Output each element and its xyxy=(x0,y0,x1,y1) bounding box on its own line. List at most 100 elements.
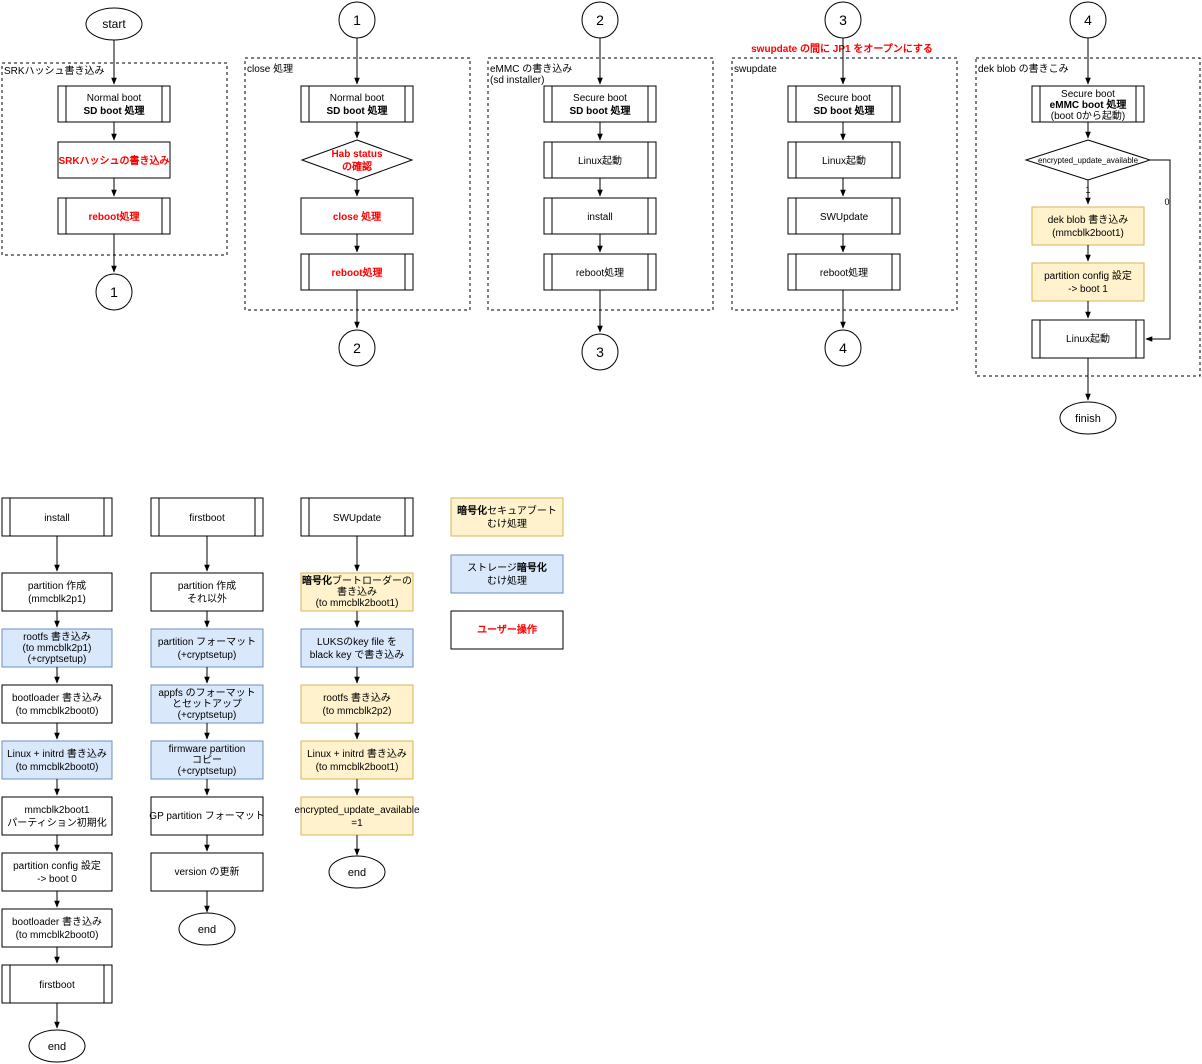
swupdate-luks-key: LUKSのkey file を black key で書き込み xyxy=(300,628,414,668)
svg-text:(to mmcblk2boot0): (to mmcblk2boot0) xyxy=(16,930,99,941)
svg-text:(to mmcblk2boot0): (to mmcblk2boot0) xyxy=(16,762,99,773)
decision-encrypted-update: encrypted_update_available xyxy=(1024,139,1152,181)
svg-text:LUKSのkey file を: LUKSのkey file を xyxy=(317,636,397,648)
svg-text:(boot 0から起動): (boot 0から起動) xyxy=(1051,109,1125,122)
svg-text:install: install xyxy=(44,513,70,524)
install-boot1-init: mmcblk2boot1 パーティション初期化 xyxy=(1,796,113,836)
svg-text:finish: finish xyxy=(1075,413,1101,425)
process-secure-boot: Secure boot SD boot 処理 xyxy=(543,85,657,123)
svg-text:appfs のフォーマット: appfs のフォーマット xyxy=(158,688,255,699)
svg-text:end: end xyxy=(348,867,366,879)
process-linux-boot: Linux起動 xyxy=(543,141,657,179)
group-srk-label: SRKハッシュ書き込み xyxy=(4,64,105,77)
svg-text:partition config 設定: partition config 設定 xyxy=(1044,269,1132,282)
svg-text:(+cryptsetup): (+cryptsetup) xyxy=(178,650,237,661)
install-title: install xyxy=(1,497,113,537)
step-srk-write: SRKハッシュの書き込み xyxy=(57,141,171,179)
group-emmc-sublabel: (sd installer) xyxy=(490,75,544,86)
swupdate-end xyxy=(328,855,386,889)
svg-text:(+cryptsetup): (+cryptsetup) xyxy=(178,766,237,777)
svg-text:close 処理: close 処理 xyxy=(333,210,381,223)
step-close: close 処理 xyxy=(300,197,414,235)
svg-text:partition 作成: partition 作成 xyxy=(28,580,86,592)
svg-text:ユーザー操作: ユーザー操作 xyxy=(477,623,537,636)
swupdate-set-flag: encrypted_update_available =1 xyxy=(294,796,420,836)
group-swupdate-label: swupdate xyxy=(734,64,777,75)
svg-text:Normal boot: Normal boot xyxy=(330,93,385,104)
step-partition-config-boot1: partition config 設定 -> boot 1 xyxy=(1031,262,1145,302)
svg-text:reboot処理: reboot処理 xyxy=(820,266,868,279)
install-partition-config: partition config 設定 -> boot 0 xyxy=(1,852,113,892)
svg-text:Normal boot: Normal boot xyxy=(87,93,142,104)
svg-text:Secure boot: Secure boot xyxy=(1061,89,1115,100)
svg-text:black key で書き込み: black key で書き込み xyxy=(310,648,404,661)
svg-text:2: 2 xyxy=(596,12,604,28)
svg-text:書き込み: 書き込み xyxy=(337,585,377,598)
install-linux-initrd-write: Linux + initrd 書き込み (to mmcblk2boot0) xyxy=(1,740,113,780)
svg-text:rootfs 書き込み: rootfs 書き込み xyxy=(323,691,391,704)
svg-text:rootfs 書き込み: rootfs 書き込み xyxy=(23,630,91,643)
decision-no-label: 0 xyxy=(1164,197,1169,207)
svg-text:GP partition フォーマット: GP partition フォーマット xyxy=(149,811,264,822)
svg-text:(+cryptsetup): (+cryptsetup) xyxy=(28,654,87,665)
svg-text:(to mmcblk2boot1): (to mmcblk2boot1) xyxy=(316,598,399,609)
process-reboot-3: reboot処理 xyxy=(543,253,657,291)
svg-text:version の更新: version の更新 xyxy=(174,865,239,878)
svg-text:1: 1 xyxy=(110,284,118,300)
jp1-note: swupdate の間に JP1 をオープンにする xyxy=(751,42,933,55)
svg-text:2: 2 xyxy=(353,340,361,356)
process-swupdate: SWUpdate xyxy=(787,197,901,235)
firstboot-end xyxy=(178,912,236,946)
decision-yes-label: 1 xyxy=(1085,185,1090,195)
svg-text:SD boot 処理: SD boot 処理 xyxy=(813,104,874,117)
process-normal-boot-2: Normal boot SD boot 処理 xyxy=(300,85,414,123)
group-close-label: close 処理 xyxy=(247,62,293,75)
svg-text:3: 3 xyxy=(596,344,604,360)
firstboot-partition-create: partition 作成 それ以外 xyxy=(150,572,264,612)
svg-text:Linux + initrd 書き込み: Linux + initrd 書き込み xyxy=(7,747,107,760)
svg-text:-> boot 0: -> boot 0 xyxy=(37,874,77,885)
install-end xyxy=(28,1029,86,1063)
svg-text:4: 4 xyxy=(839,340,847,356)
process-reboot-4: reboot処理 xyxy=(787,253,901,291)
flow-swupdate: swupdate 3 Secure boot SD boot 処理 Linux起… xyxy=(731,1,958,367)
svg-text:Linux + initrd 書き込み: Linux + initrd 書き込み xyxy=(307,747,407,760)
svg-text:むけ処理: むけ処理 xyxy=(487,574,527,587)
install-bootloader-write-2: bootloader 書き込み (to mmcblk2boot0) xyxy=(1,908,113,948)
firstboot-version-update: version の更新 xyxy=(150,852,264,892)
group-emmc-label: eMMC の書き込み xyxy=(490,62,572,75)
svg-text:end: end xyxy=(48,1041,66,1053)
svg-text:とセットアップ: とセットアップ xyxy=(172,698,242,710)
svg-text:mmcblk2boot1: mmcblk2boot1 xyxy=(24,805,89,816)
subflow-firstboot: firstboot partition 作成 それ以外 partition フォ… xyxy=(149,497,265,946)
svg-text:reboot処理: reboot処理 xyxy=(331,266,382,279)
subflow-swupdate: SWUpdate 暗号化ブートローダーの 書き込み (to mmcblk2boo… xyxy=(294,497,420,889)
svg-text:Linux起動: Linux起動 xyxy=(578,154,622,167)
flow-dek-blob: dek blob の書きこみ 4 Secure boot eMMC boot 処… xyxy=(975,1,1201,435)
svg-text:SRKハッシュの書き込み: SRKハッシュの書き込み xyxy=(58,154,169,167)
install-bootloader-write: bootloader 書き込み (to mmcblk2boot0) xyxy=(1,684,113,724)
process-install: install xyxy=(543,197,657,235)
svg-text:SD boot 処理: SD boot 処理 xyxy=(326,104,387,117)
start-label: start xyxy=(102,17,126,31)
svg-text:partition 作成: partition 作成 xyxy=(178,580,236,592)
svg-text:dek blob 書き込み: dek blob 書き込み xyxy=(1048,213,1129,226)
step-dek-blob-write: dek blob 書き込み (mmcblk2boot1) xyxy=(1031,206,1145,246)
svg-text:SD boot 処理: SD boot 処理 xyxy=(569,104,630,117)
connector-3-out xyxy=(581,333,619,371)
group-swupdate xyxy=(731,57,958,311)
finish-terminal xyxy=(1059,401,1117,435)
process-reboot: reboot処理 xyxy=(57,197,171,235)
process-secure-boot-emmc: Secure boot eMMC boot 処理 (boot 0から起動) xyxy=(1031,85,1145,123)
svg-text:end: end xyxy=(198,924,216,936)
svg-text:Linux起動: Linux起動 xyxy=(822,154,866,167)
svg-text:(mmcblk2boot1): (mmcblk2boot1) xyxy=(1052,228,1124,239)
svg-text:パーティション初期化: パーティション初期化 xyxy=(7,816,106,829)
svg-text:eMMC boot 処理: eMMC boot 処理 xyxy=(1050,98,1127,111)
svg-text:firstboot: firstboot xyxy=(39,980,75,991)
process-normal-boot: Normal boot SD boot 処理 xyxy=(57,85,171,123)
svg-text:Hab status: Hab status xyxy=(331,149,383,160)
svg-text:reboot処理: reboot処理 xyxy=(88,210,139,223)
svg-text:encrypted_update_available: encrypted_update_available xyxy=(1038,156,1139,165)
firstboot-appfs-setup: appfs のフォーマット とセットアップ (+cryptsetup) xyxy=(150,684,264,724)
